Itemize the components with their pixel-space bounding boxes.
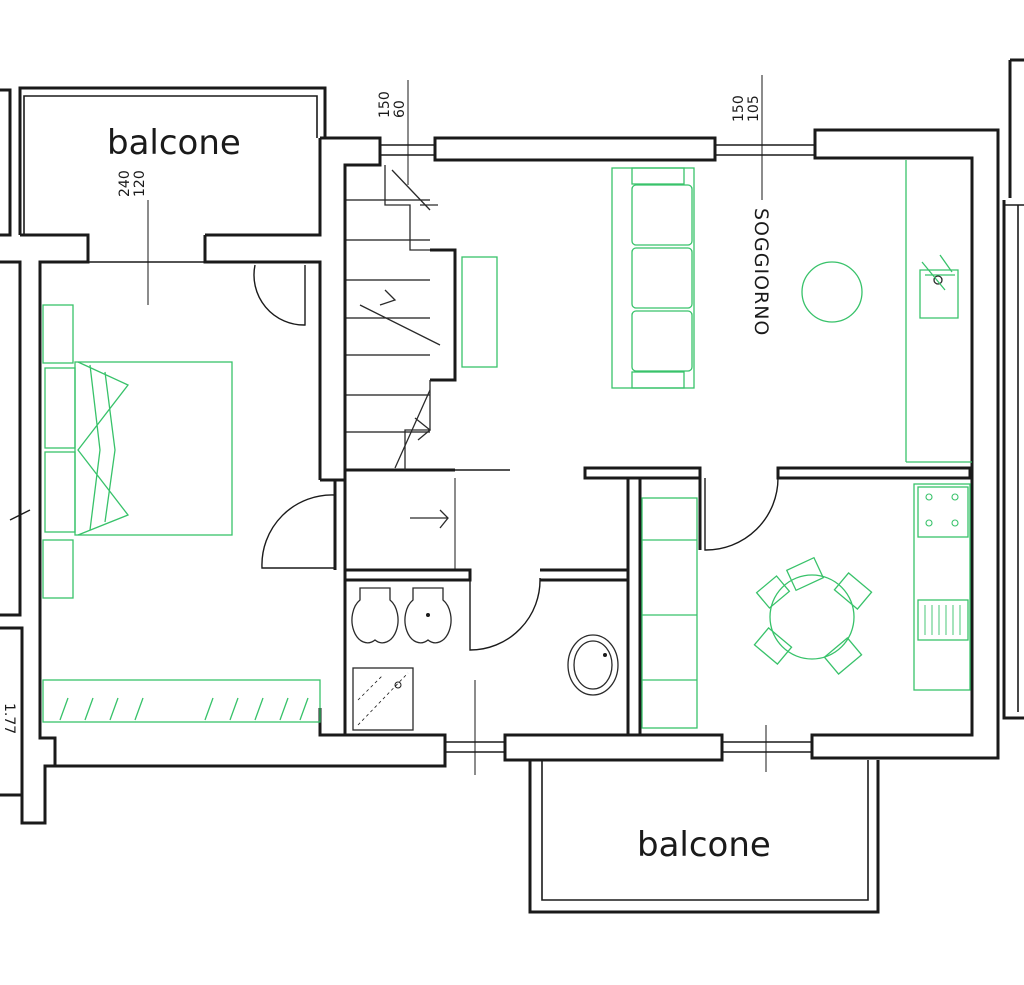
kitchen-door bbox=[704, 477, 779, 551]
fireplace bbox=[919, 269, 959, 319]
chair-3 bbox=[823, 637, 863, 675]
top-wall-middle bbox=[433, 136, 717, 162]
pillow-bottom bbox=[44, 451, 76, 533]
pillow-top bbox=[44, 367, 76, 449]
chair-5 bbox=[755, 575, 791, 609]
bottom-window-right bbox=[722, 741, 812, 753]
stair-core bbox=[430, 248, 457, 382]
top-balcony-outline bbox=[18, 86, 327, 235]
kitchen-left-wall bbox=[626, 478, 642, 737]
dim-bedroom-top: 120 bbox=[132, 170, 148, 197]
dim-living-top: 105 bbox=[746, 95, 762, 122]
toilet-icon bbox=[351, 587, 399, 644]
label-balcony-bottom: balcone bbox=[637, 825, 771, 865]
kitchen-bench bbox=[641, 497, 698, 729]
bidet-icon bbox=[404, 587, 452, 644]
sofa-cushion-3 bbox=[631, 310, 693, 372]
coffee-table bbox=[801, 261, 863, 323]
tv-cabinet bbox=[461, 256, 498, 368]
bottom-balcony-outline bbox=[528, 760, 880, 914]
corridor-top-wall bbox=[583, 466, 702, 480]
right-neighbour-inner bbox=[1004, 204, 1024, 712]
kitchen-furniture bbox=[641, 483, 971, 729]
stair-direction-icon bbox=[414, 204, 438, 441]
bedroom-left-wall bbox=[20, 233, 90, 825]
chair-2 bbox=[833, 572, 873, 610]
right-outer-wall bbox=[810, 128, 1000, 760]
label-balcony-top: balcone bbox=[107, 123, 241, 163]
dim-stairs-bottom: 150 bbox=[377, 91, 393, 118]
wardrobe-hangers bbox=[59, 697, 309, 721]
bedroom-furniture bbox=[42, 304, 321, 723]
shower-tray bbox=[352, 667, 414, 731]
left-edge-wall-bottom bbox=[0, 626, 24, 797]
fireplace-icon bbox=[933, 275, 943, 285]
bedside-table-top bbox=[42, 304, 74, 364]
bathroom-fixtures bbox=[351, 587, 619, 731]
dim-living-bottom: 150 bbox=[731, 95, 747, 122]
sink bbox=[917, 599, 969, 641]
left-edge-wall-mid bbox=[0, 260, 22, 617]
staircase bbox=[345, 165, 456, 570]
dimension-lines bbox=[9, 75, 767, 775]
burner-icon bbox=[925, 493, 959, 527]
bedroom-balcony-door bbox=[253, 264, 306, 326]
bottom-wall-middle bbox=[503, 733, 724, 762]
left-edge-wall-top bbox=[0, 88, 12, 237]
label-living-room: SOGGIORNO bbox=[750, 208, 772, 336]
entrance-arrow-icon bbox=[410, 509, 449, 529]
bath-top-wall bbox=[345, 568, 472, 582]
kitchen-top-wall bbox=[776, 466, 972, 480]
doors bbox=[253, 264, 779, 651]
bath-top-wall-right bbox=[540, 568, 630, 582]
stair-arrow-icon bbox=[359, 289, 441, 346]
wardrobe bbox=[42, 679, 321, 723]
shower-drain-icon bbox=[394, 681, 402, 689]
bottom-wall-left bbox=[55, 708, 447, 768]
dim-stairs-top: 60 bbox=[392, 100, 408, 118]
washbasin bbox=[567, 634, 619, 696]
bottom-balcony-inner bbox=[541, 760, 869, 901]
bedroom-door bbox=[261, 494, 336, 569]
walls bbox=[0, 58, 1024, 914]
right-neighbour-wall bbox=[1002, 200, 1024, 720]
dining-table bbox=[769, 574, 855, 660]
bed-cover-folds bbox=[77, 361, 130, 536]
dim-bedroom-bottom: 240 bbox=[117, 170, 133, 197]
cooktop bbox=[917, 486, 969, 538]
top-wall-segment bbox=[205, 138, 322, 237]
sofa-cushion-1 bbox=[631, 184, 693, 246]
top-balcony-inner bbox=[23, 95, 318, 235]
stair-left-wall bbox=[320, 136, 382, 470]
sofa-arm-bottom bbox=[631, 371, 685, 389]
sofa bbox=[611, 167, 695, 389]
chair-1 bbox=[785, 556, 825, 592]
right-neighbour-top bbox=[1008, 58, 1024, 198]
bathroom-door bbox=[469, 577, 541, 651]
dim-mark-left bbox=[9, 509, 31, 521]
living-furniture bbox=[461, 160, 972, 463]
stair-bottom-join bbox=[320, 470, 347, 482]
chair-4 bbox=[753, 627, 793, 665]
sofa-arm-top bbox=[631, 167, 685, 185]
label-side-dimension: 1.77 bbox=[1, 703, 17, 734]
bedside-table-bottom bbox=[42, 539, 74, 599]
living-window bbox=[715, 144, 815, 156]
double-bed bbox=[74, 361, 233, 536]
bedroom-top-right-wall bbox=[203, 235, 322, 480]
sofa-cushion-2 bbox=[631, 247, 693, 309]
kitchen-counter bbox=[913, 483, 971, 691]
